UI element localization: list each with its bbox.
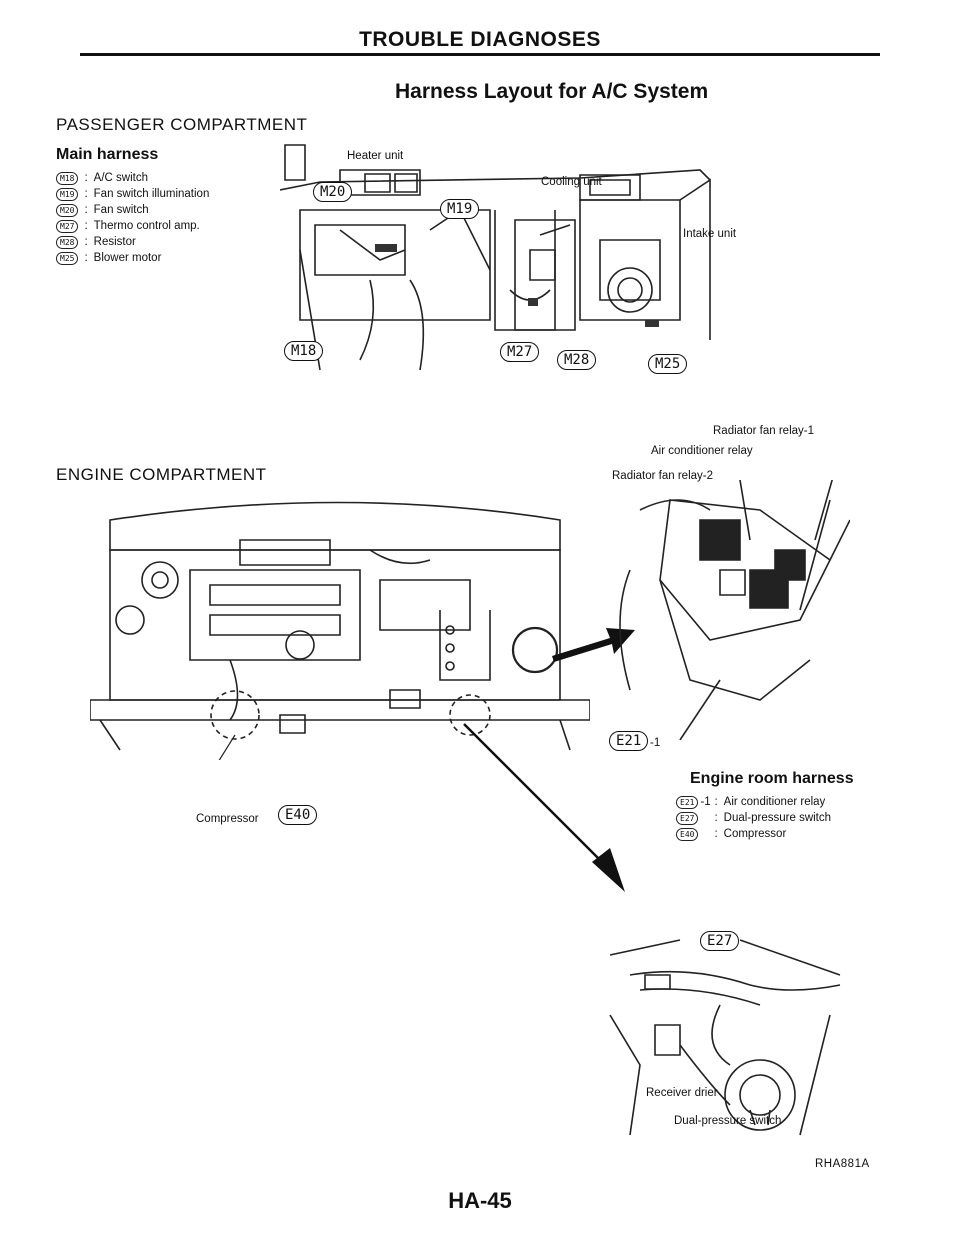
legend-desc: Resistor xyxy=(93,236,136,248)
callout-m18: M18 xyxy=(284,341,324,361)
legend-row: M20:Fan switch xyxy=(56,202,209,218)
receiver-drier-label: Receiver drier xyxy=(646,1087,718,1099)
radiator-fan-relay-2-label: Radiator fan relay-2 xyxy=(612,470,713,482)
receiver-drier-illustration xyxy=(609,939,841,1136)
callout-e27: E27 xyxy=(700,931,740,951)
engine-compartment-illustration xyxy=(90,501,590,760)
compressor-label: Compressor xyxy=(196,813,259,825)
legend-suffix: -1 xyxy=(700,796,711,808)
legend-row: E40:Compressor xyxy=(676,826,831,842)
cooling-unit-label: Cooling unit xyxy=(541,176,602,188)
legend-row: M25:Blower motor xyxy=(56,250,209,266)
main-harness-legend: M18:A/C switch M19:Fan switch illuminati… xyxy=(56,170,209,266)
engine-harness-legend: E21-1:Air conditioner relay E27:Dual-pre… xyxy=(676,794,831,842)
arrow-to-receiver-drier xyxy=(463,723,625,892)
connector-badge: E40 xyxy=(676,827,699,841)
legend-desc: Compressor xyxy=(723,828,787,840)
arrow-to-relay-box xyxy=(552,628,635,662)
passenger-section-title: PASSENGER COMPARTMENT xyxy=(56,115,308,134)
callout-m25: M25 xyxy=(648,354,688,374)
callout-m28: M28 xyxy=(557,350,597,370)
legend-desc: Blower motor xyxy=(93,252,162,264)
legend-desc: Thermo control amp. xyxy=(93,220,200,232)
air-conditioner-relay-label: Air conditioner relay xyxy=(651,445,753,457)
radiator-fan-relay-1-label: Radiator fan relay-1 xyxy=(713,425,814,437)
heater-unit-label: Heater unit xyxy=(347,150,404,162)
legend-desc: A/C switch xyxy=(93,172,148,184)
intake-unit-label: Intake unit xyxy=(683,228,737,240)
connector-badge: M19 xyxy=(56,187,79,201)
e21-suffix-label: -1 xyxy=(650,737,661,749)
connector-badge: M18 xyxy=(56,171,79,185)
legend-row: E27:Dual-pressure switch xyxy=(676,810,831,826)
callout-m20: M20 xyxy=(313,182,353,202)
callout-m27: M27 xyxy=(500,342,540,362)
connector-badge: M28 xyxy=(56,235,79,249)
legend-desc: Fan switch xyxy=(93,204,149,216)
callout-e40: E40 xyxy=(278,805,318,825)
legend-row: M27:Thermo control amp. xyxy=(56,218,209,234)
connector-badge: M25 xyxy=(56,251,79,265)
connector-badge: M20 xyxy=(56,203,79,217)
page-title: Harness Layout for A/C System xyxy=(395,80,709,103)
legend-desc: Dual-pressure switch xyxy=(723,812,832,824)
callout-m19: M19 xyxy=(440,199,480,219)
page-number: HA-45 xyxy=(448,1188,512,1213)
header-rule xyxy=(80,53,880,56)
engine-harness-title: Engine room harness xyxy=(690,770,854,787)
legend-row: E21-1:Air conditioner relay xyxy=(676,794,831,810)
legend-desc: Fan switch illumination xyxy=(93,188,210,200)
figure-code: RHA881A xyxy=(815,1158,870,1170)
legend-row: M28:Resistor xyxy=(56,234,209,250)
relay-box-illustration xyxy=(619,480,850,740)
passenger-compartment-illustration xyxy=(280,144,711,371)
main-harness-title: Main harness xyxy=(56,146,159,163)
callout-e21: E21 xyxy=(609,731,649,751)
connector-badge: M27 xyxy=(56,219,79,233)
connector-badge: E21 xyxy=(676,795,699,809)
dual-pressure-switch-label: Dual-pressure switch xyxy=(674,1115,782,1127)
connector-badge: E27 xyxy=(676,811,699,825)
legend-desc: Air conditioner relay xyxy=(723,796,826,808)
engine-section-title: ENGINE COMPARTMENT xyxy=(56,465,267,484)
page-header: TROUBLE DIAGNOSES xyxy=(359,28,601,51)
legend-row: M19:Fan switch illumination xyxy=(56,186,209,202)
legend-row: M18:A/C switch xyxy=(56,170,209,186)
